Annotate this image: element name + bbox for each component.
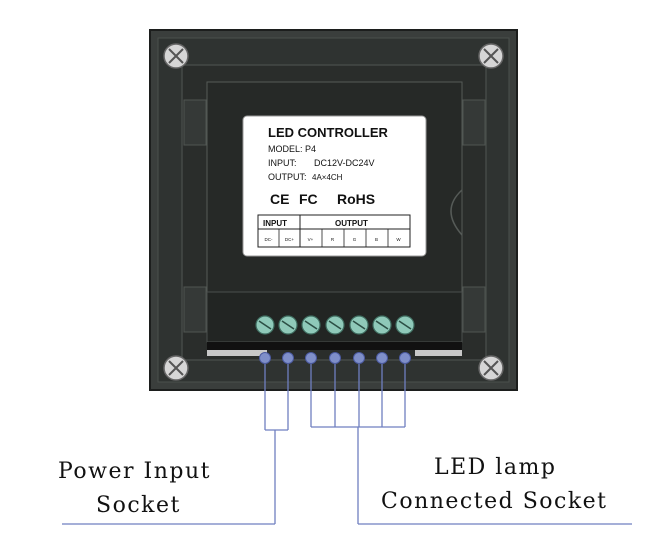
terminal-base-left bbox=[207, 350, 267, 356]
pin-label-dc: DC- bbox=[265, 237, 273, 242]
connector-pin bbox=[376, 352, 388, 364]
screw-icon bbox=[163, 355, 189, 381]
label-output-value: 4A×4CH bbox=[312, 173, 343, 182]
pin-label-w: W bbox=[396, 237, 401, 242]
screw-icon bbox=[163, 43, 189, 69]
label-input-key: INPUT: bbox=[268, 158, 297, 168]
side-tab-left-bottom bbox=[183, 286, 207, 333]
table-output-header: OUTPUT bbox=[335, 219, 368, 228]
connector-pin bbox=[259, 352, 271, 364]
terminal-screw-icon bbox=[278, 315, 298, 335]
label-title: LED CONTROLLER bbox=[268, 125, 388, 140]
led-callout-line1: LED lamp bbox=[434, 455, 556, 480]
terminal-screw-icon bbox=[349, 315, 369, 335]
connector-pin bbox=[305, 352, 317, 364]
terminal-screw-icon bbox=[301, 315, 321, 335]
connector-pin bbox=[329, 352, 341, 364]
pin-table: INPUT OUTPUT DC- DC+ V+ R G B W bbox=[257, 214, 411, 248]
side-tab-right-bottom bbox=[462, 286, 486, 333]
connector-pin bbox=[353, 352, 365, 364]
terminal-strip bbox=[207, 342, 462, 350]
terminal-screw-icon bbox=[372, 315, 392, 335]
power-callout-line2: Socket bbox=[96, 493, 181, 518]
terminal-screw-icon bbox=[325, 315, 345, 335]
power-callout-line1: Power Input bbox=[58, 459, 211, 484]
cert-rohs-icon: RoHS bbox=[337, 191, 375, 207]
pin-label-dc: DC+ bbox=[285, 237, 294, 242]
pin-label-b: B bbox=[375, 237, 378, 242]
cert-ce-icon: CE bbox=[270, 191, 289, 207]
table-input-header: INPUT bbox=[263, 219, 287, 228]
led-callout-line2: Connected Socket bbox=[381, 489, 608, 514]
side-tab-right-top bbox=[462, 99, 486, 146]
screw-icon bbox=[478, 355, 504, 381]
side-tab-left-top bbox=[183, 99, 207, 146]
side-notch-right bbox=[450, 189, 463, 236]
terminal-screw-icon bbox=[255, 315, 275, 335]
terminal-base-right bbox=[415, 350, 462, 356]
pin-label-g: G bbox=[353, 237, 357, 242]
label-output-key: OUTPUT: bbox=[268, 172, 307, 182]
terminal-screw-icon bbox=[395, 315, 415, 335]
label-input-value: DC12V-DC24V bbox=[314, 158, 375, 168]
pin-label-v: V+ bbox=[308, 237, 314, 242]
connector-pin bbox=[282, 352, 294, 364]
connector-pin bbox=[399, 352, 411, 364]
label-model: MODEL: P4 bbox=[268, 144, 316, 154]
cert-fc-icon: FC bbox=[299, 191, 318, 207]
screw-icon bbox=[478, 43, 504, 69]
pin-label-r: R bbox=[331, 237, 335, 242]
